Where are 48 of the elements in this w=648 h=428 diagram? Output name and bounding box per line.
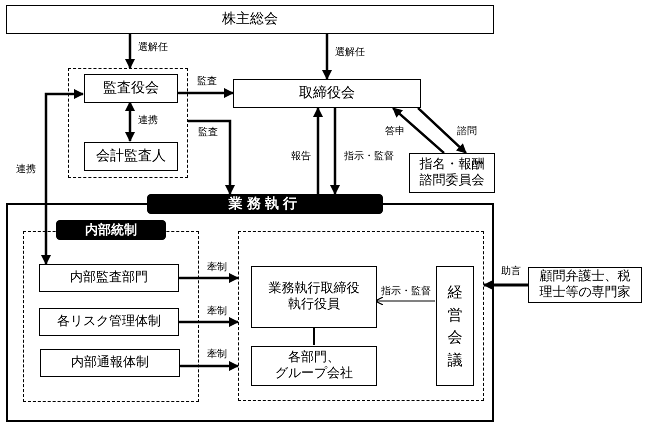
arrow: [417, 107, 467, 154]
internal-control-group: [23, 220, 199, 402]
process-box: 業務執行取締役執行役員: [251, 266, 377, 328]
edge-label: 牽制: [206, 263, 228, 273]
arrow: [125, 34, 135, 69]
connector-line: [313, 327, 315, 345]
edge-label: 監査: [197, 128, 219, 138]
edge-label: 諮問: [456, 127, 478, 137]
dashed-group: [238, 231, 484, 401]
dashed-group: [68, 68, 188, 178]
arrow: [313, 107, 323, 194]
edge-label: 牽制: [206, 307, 228, 317]
process-box: 指名・報酬諮問委員会: [409, 153, 495, 193]
process-box: 経営会議: [436, 266, 474, 386]
edge-label: 指示・監督: [380, 287, 432, 297]
section-heading: 業務執行: [147, 194, 383, 214]
group-heading: 内部統制: [56, 220, 166, 240]
arrow: [125, 101, 135, 142]
process-box: 各部門、グループ会社: [251, 346, 377, 386]
arrow: [188, 120, 235, 195]
edge-label: 連携: [15, 165, 37, 175]
arrow: [483, 280, 528, 290]
arrow: [180, 361, 239, 371]
edge-label: 答申: [384, 127, 406, 137]
edge-label: 報告: [290, 152, 312, 162]
arrow: [41, 89, 84, 265]
arrow: [179, 273, 239, 283]
process-box: 内部通報体制: [40, 349, 180, 377]
arrow: [322, 34, 332, 80]
process-box: 株主総会: [6, 5, 494, 34]
arrow: [392, 107, 445, 154]
edge-label: 助言: [500, 267, 522, 277]
execution-frame: [6, 194, 494, 422]
edge-label: 連携: [137, 116, 159, 126]
process-box: 会計監査人: [84, 142, 178, 171]
edge-label: 選解任: [334, 48, 366, 58]
arrow: [179, 317, 239, 327]
process-box: 監査役会: [84, 74, 178, 103]
edge-label: 監査: [196, 77, 218, 87]
edge-label: 指示・監督: [343, 152, 395, 162]
edge-label: 選解任: [137, 43, 169, 53]
arrow: [330, 108, 340, 195]
arrow: [177, 88, 234, 98]
edge-label: 牽制: [206, 350, 228, 360]
process-box: 取締役会: [233, 79, 421, 108]
process-box: 内部監査部門: [39, 264, 179, 292]
process-box: 各リスク管理体制: [39, 308, 179, 336]
process-box: 顧問弁護士、税理士等の専門家: [528, 267, 642, 303]
